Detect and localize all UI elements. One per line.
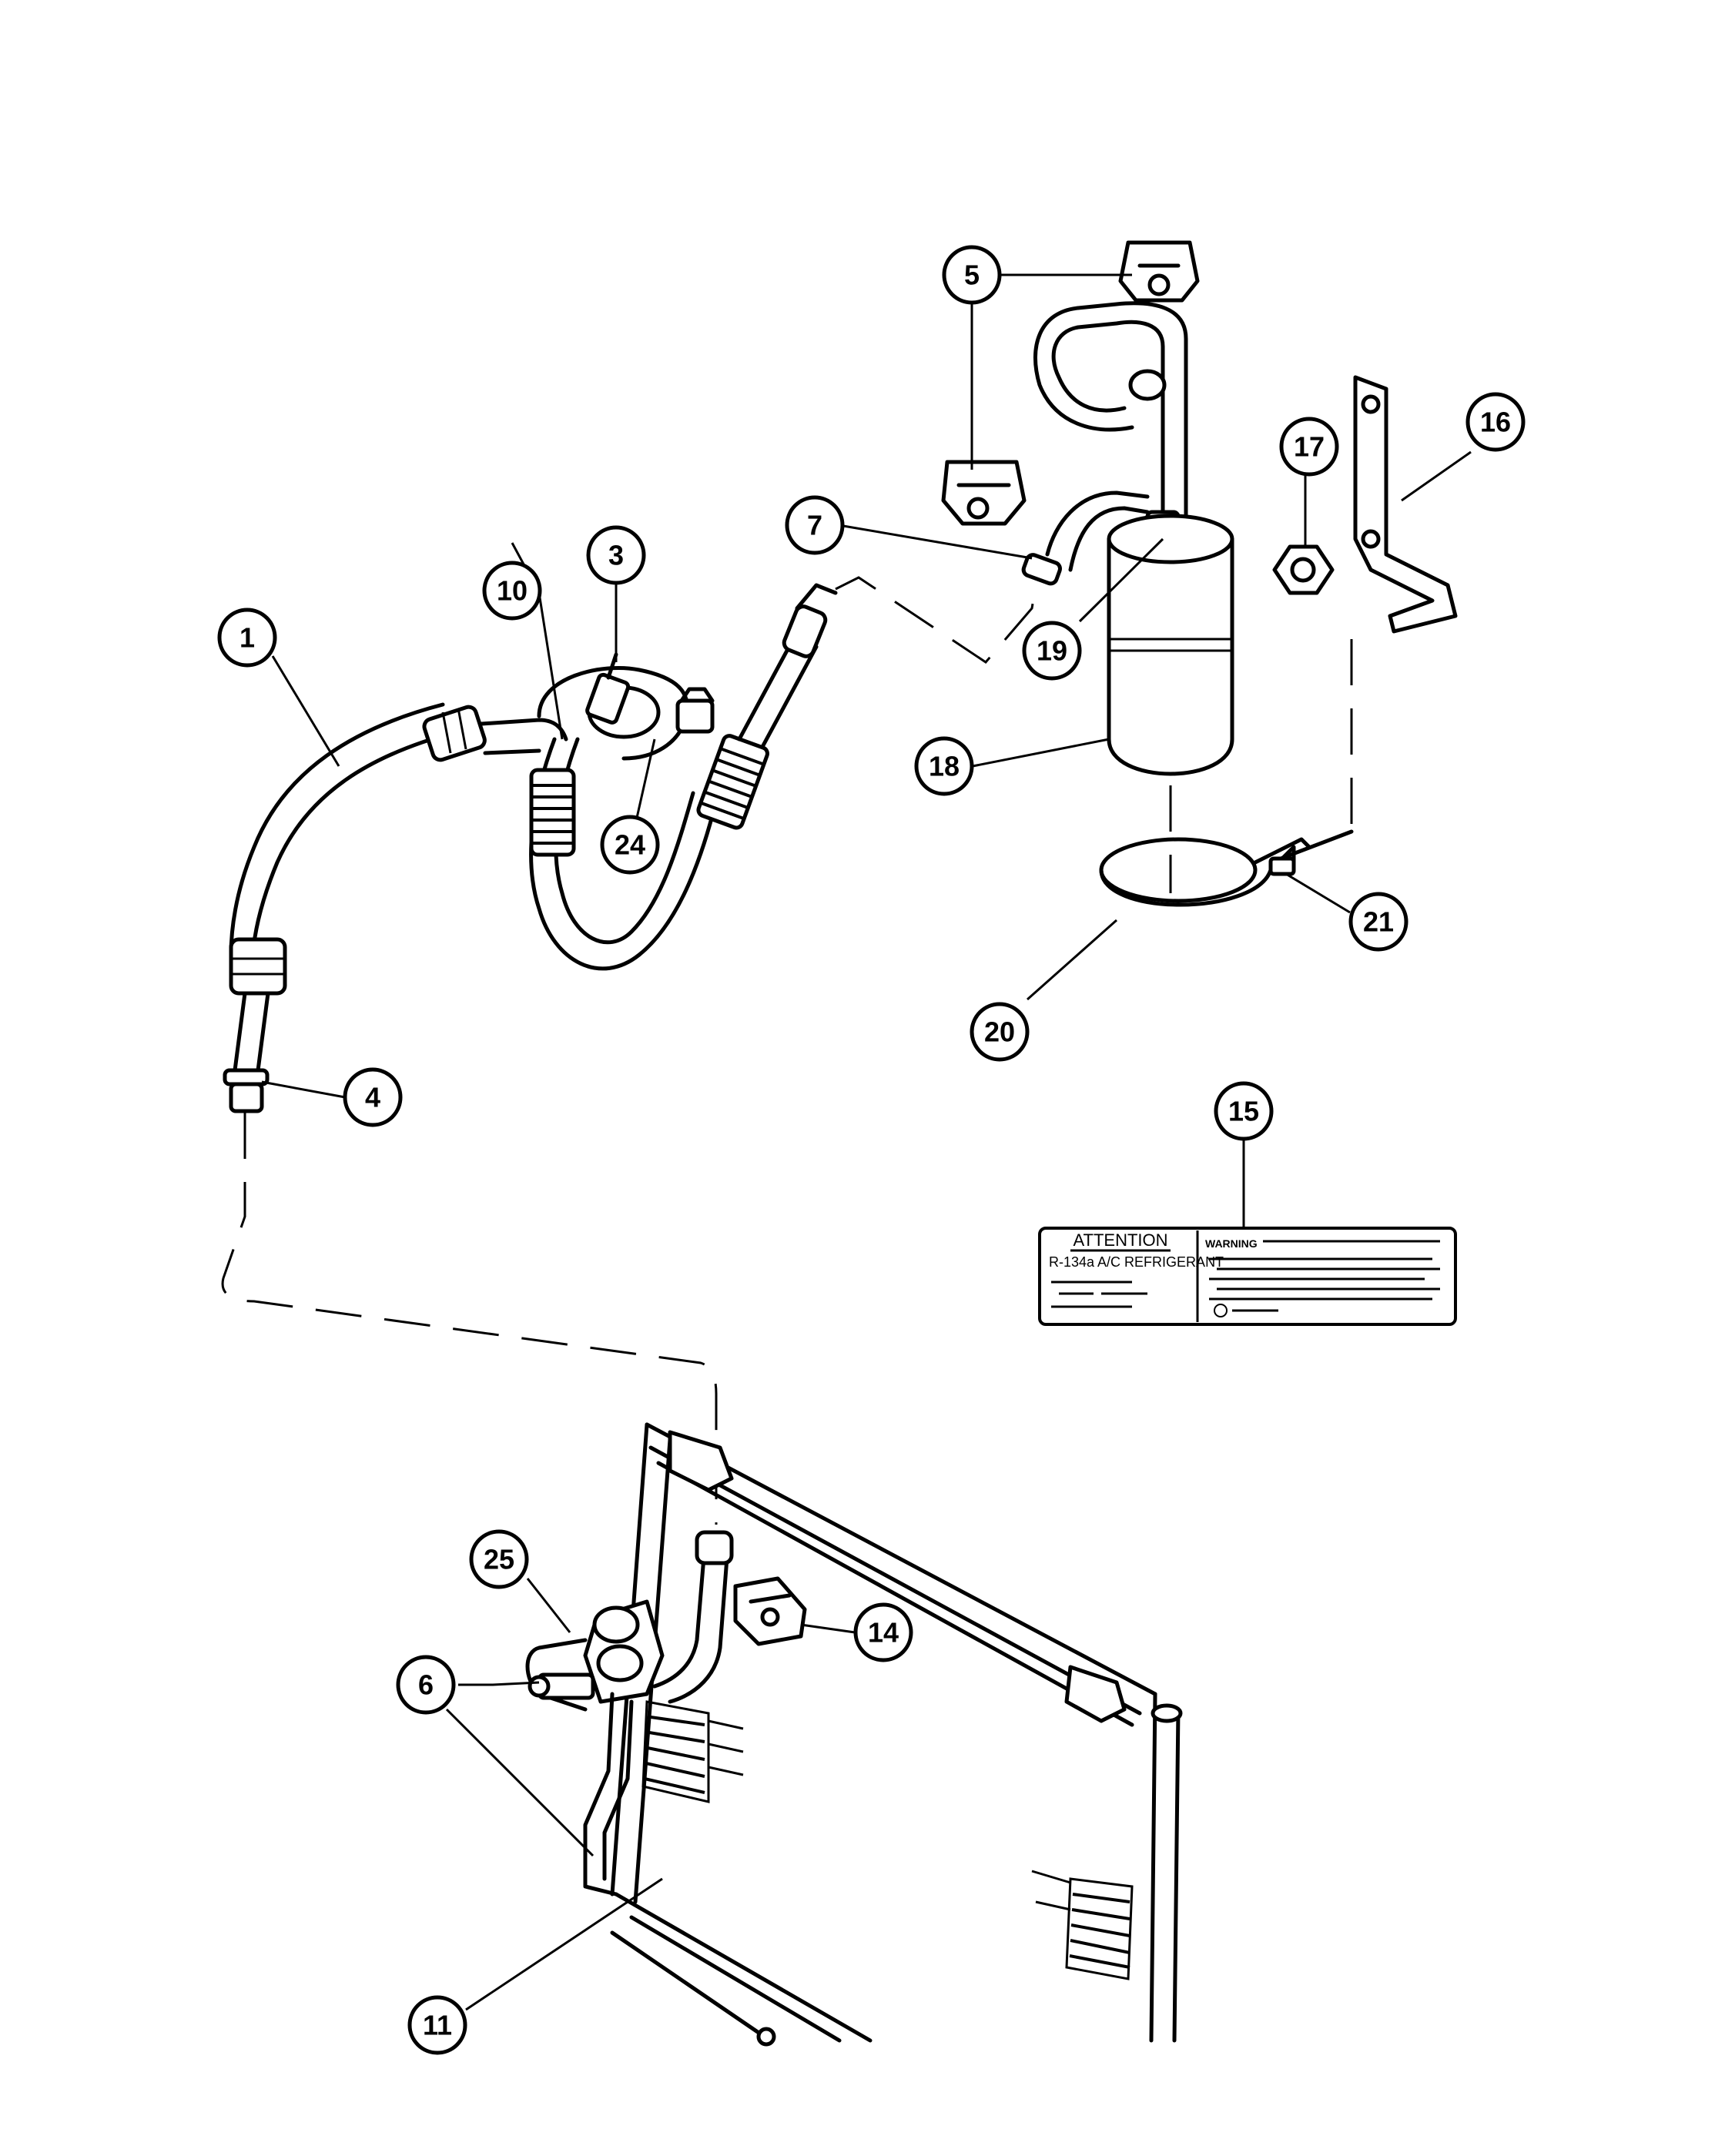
clip-upper bbox=[1118, 240, 1200, 303]
refrigerant-warning-label: ATTENTION R-134a A/C REFRIGERANT WARNING bbox=[1038, 1227, 1457, 1326]
mounting-bracket bbox=[1268, 375, 1458, 865]
condenser bbox=[610, 1422, 1183, 2047]
callout-6-label: 6 bbox=[418, 1669, 434, 1701]
discharge-hose-assembly bbox=[223, 702, 568, 1113]
callout-4: 4 bbox=[343, 1067, 403, 1127]
connection-line-liquid bbox=[835, 576, 1037, 664]
callout-20-label: 20 bbox=[984, 1016, 1015, 1048]
callout-3: 3 bbox=[586, 525, 646, 585]
callout-17: 17 bbox=[1279, 417, 1339, 477]
callout-21: 21 bbox=[1348, 892, 1408, 952]
outlet-tube-lower bbox=[583, 1692, 634, 1897]
callout-4-label: 4 bbox=[365, 1082, 380, 1113]
callout-1-label: 1 bbox=[239, 622, 255, 654]
compressor-manifold bbox=[529, 583, 838, 971]
callout-24: 24 bbox=[600, 815, 660, 875]
condenser-inlet-tube bbox=[652, 1530, 734, 1704]
hex-nut bbox=[1272, 544, 1335, 595]
clip-lower bbox=[941, 460, 1027, 526]
callout-16: 16 bbox=[1465, 392, 1526, 452]
callout-20: 20 bbox=[970, 1002, 1030, 1062]
receiver-drier-assembly bbox=[1021, 301, 1234, 893]
callout-6: 6 bbox=[396, 1655, 456, 1715]
callout-11: 11 bbox=[407, 1995, 467, 2055]
callout-15: 15 bbox=[1214, 1081, 1274, 1141]
callout-5-label: 5 bbox=[964, 259, 980, 291]
callout-25: 25 bbox=[469, 1529, 529, 1589]
callout-1: 1 bbox=[217, 608, 277, 668]
label-attention-text: ATTENTION bbox=[1073, 1230, 1167, 1250]
suction-hose-ferrule-left bbox=[529, 768, 576, 857]
callout-10: 10 bbox=[482, 561, 542, 621]
callout-18-label: 18 bbox=[929, 751, 960, 782]
callout-7: 7 bbox=[785, 495, 845, 555]
callout-14-label: 14 bbox=[868, 1617, 899, 1649]
condenser-fins-right bbox=[1031, 1870, 1134, 1980]
connection-line-discharge bbox=[221, 1113, 718, 1525]
callout-3-label: 3 bbox=[608, 540, 624, 571]
leader-lines bbox=[261, 273, 1472, 2011]
suction-hose-ferrule-right bbox=[696, 734, 769, 830]
callout-19-label: 19 bbox=[1037, 635, 1067, 667]
receiver-strap bbox=[1099, 837, 1311, 907]
condenser-fins-left bbox=[641, 1700, 744, 1803]
callout-25-label: 25 bbox=[484, 1544, 514, 1575]
callout-18: 18 bbox=[914, 736, 974, 796]
callout-19: 19 bbox=[1022, 621, 1082, 681]
condenser-clip bbox=[733, 1576, 807, 1646]
callout-7-label: 7 bbox=[807, 510, 822, 541]
callout-5: 5 bbox=[942, 245, 1002, 305]
callout-17-label: 17 bbox=[1294, 431, 1325, 463]
callout-16-label: 16 bbox=[1480, 407, 1511, 438]
callout-10-label: 10 bbox=[497, 575, 528, 607]
callout-15-label: 15 bbox=[1228, 1096, 1259, 1127]
callout-24-label: 24 bbox=[615, 829, 645, 861]
callout-11-label: 11 bbox=[423, 2010, 452, 2041]
label-refrigerant-text: R-134a A/C REFRIGERANT bbox=[1049, 1254, 1224, 1270]
condenser-manifold-block bbox=[525, 1599, 665, 1712]
callout-14: 14 bbox=[853, 1602, 913, 1662]
label-warning-text: WARNING bbox=[1205, 1237, 1258, 1250]
callout-21-label: 21 bbox=[1363, 906, 1394, 938]
